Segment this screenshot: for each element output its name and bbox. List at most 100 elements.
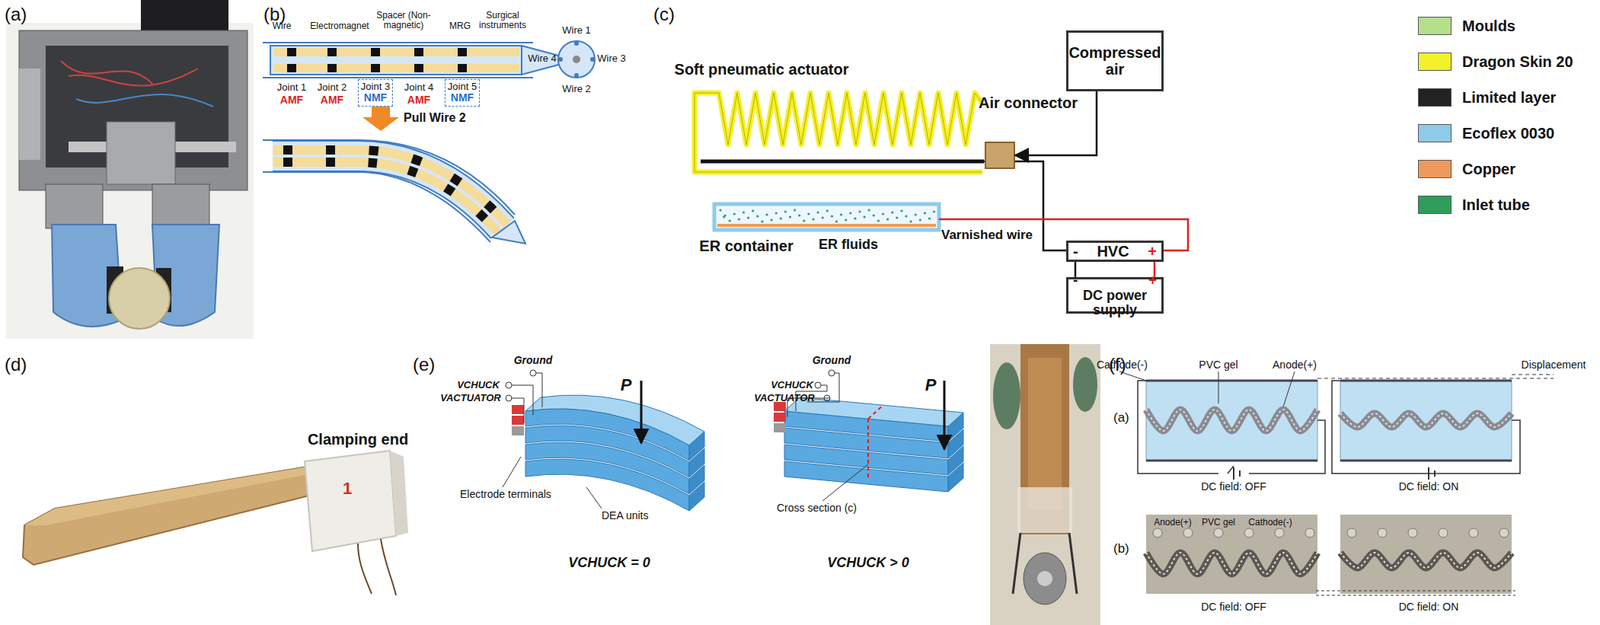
- er-fluid-particle: [826, 209, 829, 212]
- wire-cross-section: [558, 41, 595, 78]
- text-label: Cathode(-): [1248, 517, 1292, 528]
- pvc-gel-photo: [1340, 514, 1512, 595]
- er-fluid-particle: [802, 219, 805, 222]
- electromagnet-spacer: [274, 63, 520, 73]
- pvc-gel-cell: [1146, 380, 1318, 461]
- text-label: Wire: [272, 21, 292, 32]
- wire-cross-section: [574, 41, 579, 46]
- dea-unit: [689, 482, 705, 511]
- connector: [1015, 91, 1097, 156]
- node-text: -: [1073, 242, 1079, 260]
- er-fluid-particle: [835, 220, 838, 223]
- electromagnet-spacer: [414, 47, 424, 57]
- legend-swatch: [1417, 88, 1452, 107]
- mesh-anode: [1340, 552, 1512, 569]
- text-label: (a): [4, 4, 27, 25]
- mesh-anode: [1340, 413, 1512, 428]
- legend-swatch: [1417, 159, 1452, 179]
- text-label: Cross section (c): [776, 502, 857, 515]
- er-fluid-particle: [718, 208, 936, 223]
- gripper-photo: [108, 268, 170, 329]
- joint-tube: [270, 45, 522, 75]
- text-label: AMF: [320, 94, 344, 106]
- text-label: Ground: [812, 354, 852, 367]
- text-label: (c): [653, 4, 675, 25]
- dea-unit: [511, 426, 524, 436]
- pvc-gel-cell: [1340, 380, 1512, 383]
- electrode-wire: [530, 370, 537, 377]
- text-label: ER fluids: [818, 237, 879, 253]
- node-text: HVC: [1096, 242, 1129, 260]
- er-fluid-particle: [928, 217, 931, 220]
- er-fluid-particle: [728, 219, 732, 222]
- legend-swatch: [1417, 16, 1452, 36]
- er-fluid-particle: [765, 213, 768, 216]
- electrode-wire: [505, 382, 512, 389]
- er-fluid-particle: [844, 218, 847, 221]
- electrode-wire: [511, 385, 534, 416]
- text-label: AMF: [407, 94, 431, 106]
- text-label: Wire 4: [527, 53, 557, 64]
- electromagnet-spacer: [370, 63, 381, 73]
- text-label: Surgical instruments: [475, 10, 531, 31]
- gripper-photo: [60, 60, 199, 87]
- er-fluid-particle: [849, 211, 852, 214]
- dea-unit: [773, 412, 786, 422]
- dea-unit: [773, 423, 786, 433]
- electromagnet-spacer: [457, 47, 467, 57]
- node-text: Air connector: [978, 94, 1078, 112]
- soft-pneumatic-actuator: [694, 92, 984, 173]
- text-label: Pull Wire 2: [403, 111, 467, 125]
- node-text: Joint 5: [447, 81, 477, 93]
- er-fluid-particle: [858, 210, 861, 213]
- legend-text: Ecoflex 0030: [1462, 124, 1555, 143]
- er-fluid-particle: [868, 208, 871, 211]
- legend-text: Inlet tube: [1462, 196, 1530, 214]
- text-label: P: [925, 376, 937, 395]
- gripper-photo: [140, 0, 229, 32]
- er-fluid-particle: [881, 212, 885, 215]
- electromagnet-spacer: [327, 63, 337, 73]
- gripper-photo: [993, 362, 1021, 430]
- wire-cross-section: [558, 57, 563, 62]
- bent-tube: [272, 156, 503, 229]
- joint-tube: [262, 42, 570, 78]
- text-label: MRG: [449, 21, 471, 32]
- er-fluid-particle: [793, 208, 796, 211]
- beam-photo: [357, 539, 397, 596]
- er-fluid-particle: [770, 218, 773, 221]
- mesh-anode: [1347, 528, 1357, 538]
- electrode-wire: [828, 370, 835, 377]
- gripper-photo: [19, 68, 41, 160]
- text-label: DEA units: [601, 510, 649, 522]
- pvc-gel-cell: [1146, 459, 1318, 463]
- node-text: +: [1147, 242, 1157, 260]
- gripper-photo: [6, 0, 254, 339]
- legend-swatch: [1417, 124, 1452, 143]
- pvc-gel-cell: [1317, 378, 1554, 380]
- beam-photo: [304, 450, 397, 552]
- mesh-anode: [1146, 409, 1318, 432]
- mesh-anode: [1183, 528, 1193, 538]
- electrode-wire: [586, 487, 602, 509]
- legend-text: Limited layer: [1462, 89, 1556, 107]
- pvc-gel-cell: [1137, 380, 1326, 474]
- wire-cross-section: [574, 73, 579, 78]
- er-fluid-particle: [900, 209, 903, 212]
- text-label: DC field: OFF: [1200, 481, 1267, 493]
- text-label: ER container: [699, 237, 793, 255]
- er-fluid-particle: [919, 218, 922, 221]
- node-text: -: [1073, 272, 1115, 289]
- pvc-gel-cell: [1119, 371, 1554, 480]
- pvc-gel-cell: [1340, 459, 1512, 463]
- text-label: Varnished wire: [941, 228, 1033, 243]
- bent-tube: [491, 220, 526, 244]
- er-fluid-particle: [733, 212, 736, 215]
- legend-swatch: [1417, 195, 1452, 214]
- gripper-photo: [106, 121, 176, 185]
- beam-photo: [24, 466, 313, 526]
- text-label: VCHUCK = 0: [568, 555, 651, 572]
- er-container: [717, 223, 936, 227]
